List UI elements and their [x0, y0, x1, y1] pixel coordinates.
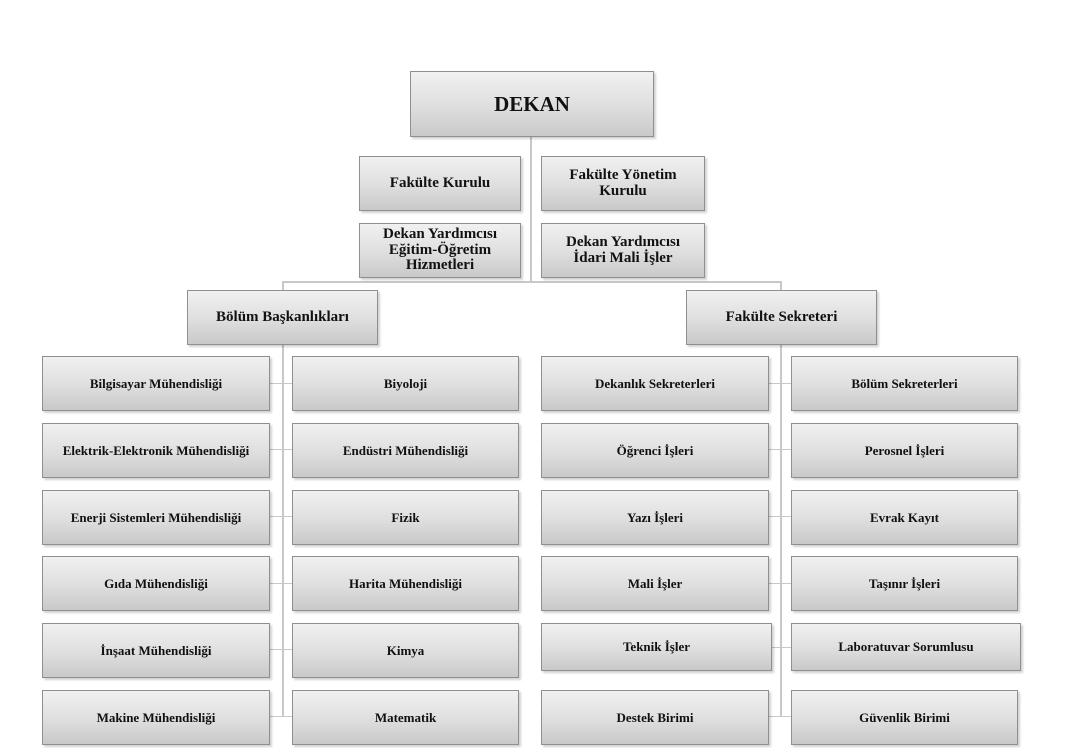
node-destek-birimi: Destek Birimi [541, 690, 769, 745]
connector-line [768, 716, 792, 717]
node-matematik: Matematik [292, 690, 519, 745]
node-enerji-sistemleri-muhendisligi: Enerji Sistemleri Mühendisliği [42, 490, 270, 545]
node-mali-isler: Mali İşler [541, 556, 769, 611]
node-insaat-muhendisligi: İnşaat Mühendisliği [42, 623, 270, 678]
connector-line [770, 647, 792, 648]
node-ogrenci-isleri: Öğrenci İşleri [541, 423, 769, 478]
connector-line [780, 344, 782, 716]
node-yazi-isleri: Yazı İşleri [541, 490, 769, 545]
connector-line [282, 281, 782, 283]
node-biyoloji: Biyoloji [292, 356, 519, 411]
node-dekan-yardimcisi-idari: Dekan Yardımcısı İdari Mali İşler [541, 223, 705, 278]
node-personel-isleri: Perosnel İşleri [791, 423, 1018, 478]
connector-line [268, 583, 292, 584]
connector-line [530, 137, 532, 282]
node-laboratuvar-sorumlusu: Laboratuvar Sorumlusu [791, 623, 1021, 671]
connector-line [768, 516, 792, 517]
node-elektrik-elektronik-muhendisligi: Elektrik-Elektronik Mühendisliği [42, 423, 270, 478]
node-fizik: Fizik [292, 490, 519, 545]
node-dekanlik-sekreterleri: Dekanlık Sekreterleri [541, 356, 769, 411]
connector-line [268, 649, 292, 650]
node-fakulte-yonetim-kurulu: Fakülte Yönetim Kurulu [541, 156, 705, 211]
node-fakulte-sekreteri: Fakülte Sekreteri [686, 290, 877, 345]
node-teknik-isler: Teknik İşler [541, 623, 772, 671]
connector-line [768, 583, 792, 584]
node-endustri-muhendisligi: Endüstri Mühendisliği [292, 423, 519, 478]
node-makine-muhendisligi: Makine Mühendisliği [42, 690, 270, 745]
node-tasinir-isleri: Taşınır İşleri [791, 556, 1018, 611]
connector-line [768, 449, 792, 450]
connector-line [282, 281, 284, 292]
connector-line [268, 383, 292, 384]
node-guvenlik-birimi: Güvenlik Birimi [791, 690, 1018, 745]
connector-line [780, 281, 782, 292]
node-bolum-sekreterleri: Bölüm Sekreterleri [791, 356, 1018, 411]
node-fakulte-kurulu: Fakülte Kurulu [359, 156, 521, 211]
connector-line [268, 716, 292, 717]
node-kimya: Kimya [292, 623, 519, 678]
connector-line [268, 516, 292, 517]
node-bilgisayar-muhendisligi: Bilgisayar Mühendisliği [42, 356, 270, 411]
node-gida-muhendisligi: Gıda Mühendisliği [42, 556, 270, 611]
node-evrak-kayit: Evrak Kayıt [791, 490, 1018, 545]
connector-line [268, 449, 292, 450]
connector-line [282, 344, 284, 716]
node-dekan: DEKAN [410, 71, 654, 137]
node-dekan-yardimcisi-egitim: Dekan Yardımcısı Eğitim-Öğretim Hizmetle… [359, 223, 521, 278]
node-harita-muhendisligi: Harita Mühendisliği [292, 556, 519, 611]
node-bolum-baskanliklari: Bölüm Başkanlıkları [187, 290, 378, 345]
connector-line [768, 383, 792, 384]
